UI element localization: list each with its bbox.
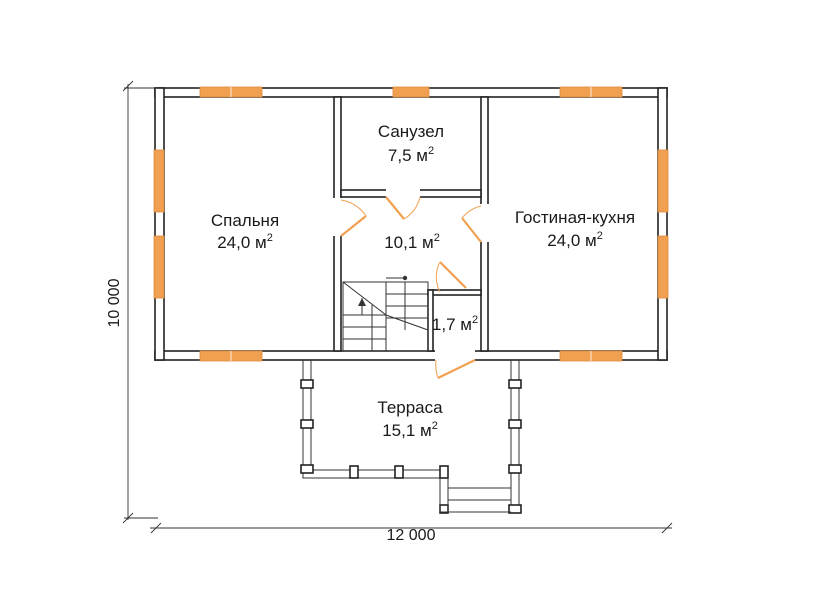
dimension-labels: 12 000 10 000: [106, 278, 436, 544]
dimension-lines: [122, 80, 673, 534]
terrace-area: 15,1 м2: [382, 420, 438, 440]
window-top-left: [199, 86, 263, 98]
closet-area: 1,7 м2: [432, 314, 478, 334]
stair-arrow-icon: [358, 298, 366, 306]
window-bottom-right: [559, 350, 623, 362]
window-top-center: [392, 86, 430, 98]
bedroom-name: Спальня: [211, 211, 279, 230]
window-bottom-left: [199, 350, 263, 362]
window-right-lower: [657, 235, 669, 299]
bedroom-area: 24,0 м2: [217, 232, 273, 252]
height-dimension: 10 000: [106, 278, 123, 327]
door-bathroom: [385, 189, 421, 220]
windows: [153, 86, 669, 362]
width-dimension: 12 000: [387, 527, 436, 544]
wall-right: [657, 87, 668, 361]
bathroom-area: 7,5 м2: [388, 145, 434, 165]
door-living: [461, 204, 489, 243]
doors: [333, 189, 489, 379]
living-kitchen-name: Гостиная-кухня: [515, 208, 635, 227]
window-left-lower: [153, 235, 165, 299]
window-top-right: [559, 86, 623, 98]
wall-left: [154, 87, 165, 361]
window-left-upper: [153, 149, 165, 213]
terrace-name: Терраса: [377, 398, 443, 417]
wall-closet-top: [427, 289, 482, 296]
door-closet: [435, 261, 467, 293]
staircase: [342, 275, 429, 352]
bathroom-name: Санузел: [378, 122, 444, 141]
terrace-railing: [300, 360, 522, 514]
window-right-upper: [657, 149, 669, 213]
door-entrance: [435, 350, 476, 379]
hall-area: 10,1 м2: [384, 232, 440, 252]
door-bedroom: [333, 198, 367, 237]
room-labels: Спальня 24,0 м2 Санузел 7,5 м2 Гостиная-…: [211, 122, 635, 440]
living-kitchen-area: 24,0 м2: [547, 230, 603, 250]
